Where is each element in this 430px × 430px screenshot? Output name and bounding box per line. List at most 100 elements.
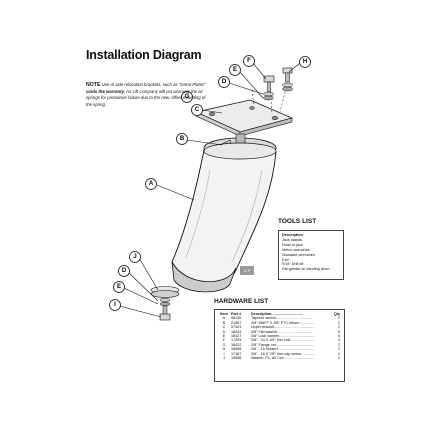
callout-d-lower: D — [118, 265, 130, 277]
callout-b: B — [176, 133, 188, 145]
tools-list-item: Die grinder w/ sanding drum — [282, 267, 330, 272]
lower-hardware-drawing — [150, 286, 180, 321]
svg-text:C: C — [195, 107, 200, 113]
table-row: G 18422 3/8" Flange nut...................… — [218, 343, 341, 347]
row-item: G — [222, 342, 226, 347]
svg-text:I: I — [114, 302, 116, 308]
svg-text:G: G — [185, 94, 190, 100]
row-item: I — [223, 351, 225, 356]
row-qty: 6 — [337, 334, 340, 339]
row-qty: 6 — [337, 329, 340, 334]
row-description: 3/8" Lock washer........................… — [251, 334, 314, 339]
hardware-table: Item Part # Description.................… — [218, 312, 341, 360]
upper-bracket-drawing — [194, 99, 294, 137]
row-part: 07324 — [231, 325, 242, 330]
leader-lines — [119, 62, 301, 318]
table-row: B 21867 3/8" MNPT X 3/8" PTC elbow........… — [218, 321, 341, 325]
note-text-after: Air Lift Company will not warranty the a… — [86, 88, 206, 107]
row-part: 18444 — [231, 329, 242, 334]
row-part: 10966 — [231, 356, 242, 361]
callout-c: C — [191, 104, 203, 116]
logo-badge: N F — [240, 266, 254, 275]
svg-text:B: B — [180, 136, 185, 142]
row-qty: 2 — [337, 342, 340, 347]
tools-list-box: Description Jack stands Hoist or jack Me… — [278, 230, 344, 280]
air-spring-body — [171, 142, 277, 284]
note-emphasis: voids the warranty. — [86, 88, 126, 94]
svg-text:D: D — [222, 79, 227, 85]
row-item: H — [222, 347, 226, 352]
tools-list-item: Drill — [282, 257, 289, 262]
row-description: 3/8" - 16 Nutsert.......................… — [251, 347, 314, 352]
callout-e-lower: E — [113, 281, 125, 293]
row-item: B — [222, 320, 226, 325]
tools-list-item: Hoist or jack — [282, 242, 303, 247]
row-qty: 4 — [337, 338, 340, 343]
row-item: E — [222, 334, 226, 339]
svg-text:J: J — [133, 254, 136, 260]
row-description: Tapered sleeve..........................… — [251, 316, 312, 321]
svg-text:D: D — [122, 268, 127, 274]
header-description: Description.............................… — [251, 312, 304, 316]
page-title: Installation Diagram — [86, 48, 202, 62]
tools-list-item: Metric wrenches — [282, 247, 310, 252]
tools-list-item: 9/16" Drill bit — [282, 262, 304, 267]
hardware-list-title: HARDWARE LIST — [214, 298, 269, 305]
row-item: D — [222, 329, 226, 334]
note-text-before: Use of axle relocation brackets, such as… — [100, 82, 206, 87]
row-item: J — [223, 356, 225, 361]
note-label: NOTE — [86, 82, 101, 88]
hardware-table-body: A 58130 Tapered sleeve....................… — [218, 316, 341, 360]
tools-list-title: TOOLS LIST — [278, 218, 317, 225]
svg-text:H: H — [303, 59, 307, 65]
tools-list-item: Jack stands — [282, 237, 303, 242]
row-item: A — [222, 316, 226, 321]
bolt-stack-drawing — [263, 67, 293, 101]
svg-text:A: A — [149, 181, 154, 187]
row-qty: 2 — [337, 356, 340, 361]
row-part: 17187 — [231, 351, 242, 356]
header-part: Part # — [231, 312, 242, 316]
row-qty: 2 — [337, 347, 340, 352]
header-qty: Qty — [333, 312, 340, 316]
table-row: E 18427 3/8" Lock washer..................… — [218, 334, 341, 338]
svg-text:E: E — [233, 67, 237, 73]
table-row: H 18585 3/8" - 16 Nutsert.................… — [218, 347, 341, 351]
row-description: 3/8" MNPT X 3/8" PTC elbow..............… — [251, 320, 315, 325]
row-description: Upper bracket...........................… — [251, 325, 314, 330]
row-part: 21867 — [231, 320, 242, 325]
table-row: A 58130 Tapered sleeve....................… — [218, 316, 341, 320]
callout-i: I — [109, 299, 121, 311]
row-description: 3/8" - 16 X 7/8" Hex cap screw..........… — [251, 351, 316, 356]
callout-a: A — [145, 178, 157, 190]
table-row: I 17187 3/8" - 16 X 7/8" Hex cap screw....… — [218, 352, 341, 356]
tools-list-item: Standard wrenches — [282, 252, 315, 257]
callout-j: J — [129, 251, 141, 263]
header-item: Item — [220, 312, 228, 316]
row-qty: 2 — [337, 316, 340, 321]
callout-h: H — [299, 56, 311, 68]
callout-e: E — [229, 64, 241, 76]
lower-piston-drawing — [171, 261, 237, 293]
row-description: 3/8" Flange nut.........................… — [251, 342, 314, 347]
row-part: 18427 — [231, 334, 242, 339]
row-part: 18422 — [231, 342, 242, 347]
hardware-list-box: Item Part # Description.................… — [214, 309, 345, 382]
hardware-table-header-row: Item Part # Description.................… — [218, 312, 341, 316]
table-row: C 07324 Upper bracket.....................… — [218, 325, 341, 329]
warranty-note: NOTE Use of axle relocation brackets, su… — [86, 82, 208, 108]
row-part: 17253 — [231, 338, 242, 343]
svg-text:E: E — [117, 284, 121, 290]
table-row: D 18444 3/8" Flat washer..................… — [218, 330, 341, 334]
row-description: 3/8" Flat washer........................… — [251, 329, 314, 334]
row-item: F — [222, 338, 226, 343]
row-part: 58130 — [231, 316, 242, 321]
row-part: 18585 — [231, 347, 242, 352]
callout-f: F — [243, 55, 255, 67]
callout-g: G — [181, 91, 193, 103]
row-item: C — [222, 325, 226, 330]
row-qty: 2 — [337, 351, 340, 356]
